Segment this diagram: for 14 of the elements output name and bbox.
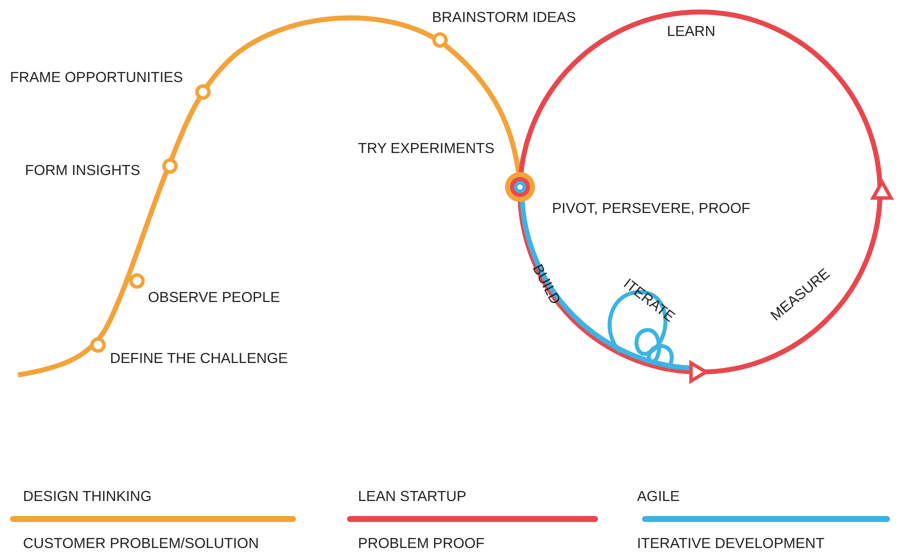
stage-label: PIVOT, PERSEVERE, PROOF <box>552 201 750 218</box>
legend-label: DESIGN THINKING <box>23 489 152 506</box>
stage-label: TRY EXPERIMENTS <box>358 141 494 158</box>
stage-label: DEFINE THE CHALLENGE <box>110 351 288 368</box>
stage-label: BRAINSTORM IDEAS <box>432 10 576 27</box>
legend-label: AGILE <box>637 489 680 506</box>
stage-label: LEARN <box>667 24 716 41</box>
stage-label: FORM INSIGHTS <box>25 163 140 180</box>
legend-subtitle: CUSTOMER PROBLEM/SOLUTION <box>23 536 259 553</box>
stage-label: OBSERVE PEOPLE <box>148 290 280 307</box>
legend-subtitle: PROBLEM PROOF <box>358 536 484 553</box>
legend-subtitle: ITERATIVE DEVELOPMENT <box>637 536 824 553</box>
stage-label: FRAME OPPORTUNITIES <box>10 70 183 87</box>
legend-label: LEAN STARTUP <box>358 489 466 506</box>
